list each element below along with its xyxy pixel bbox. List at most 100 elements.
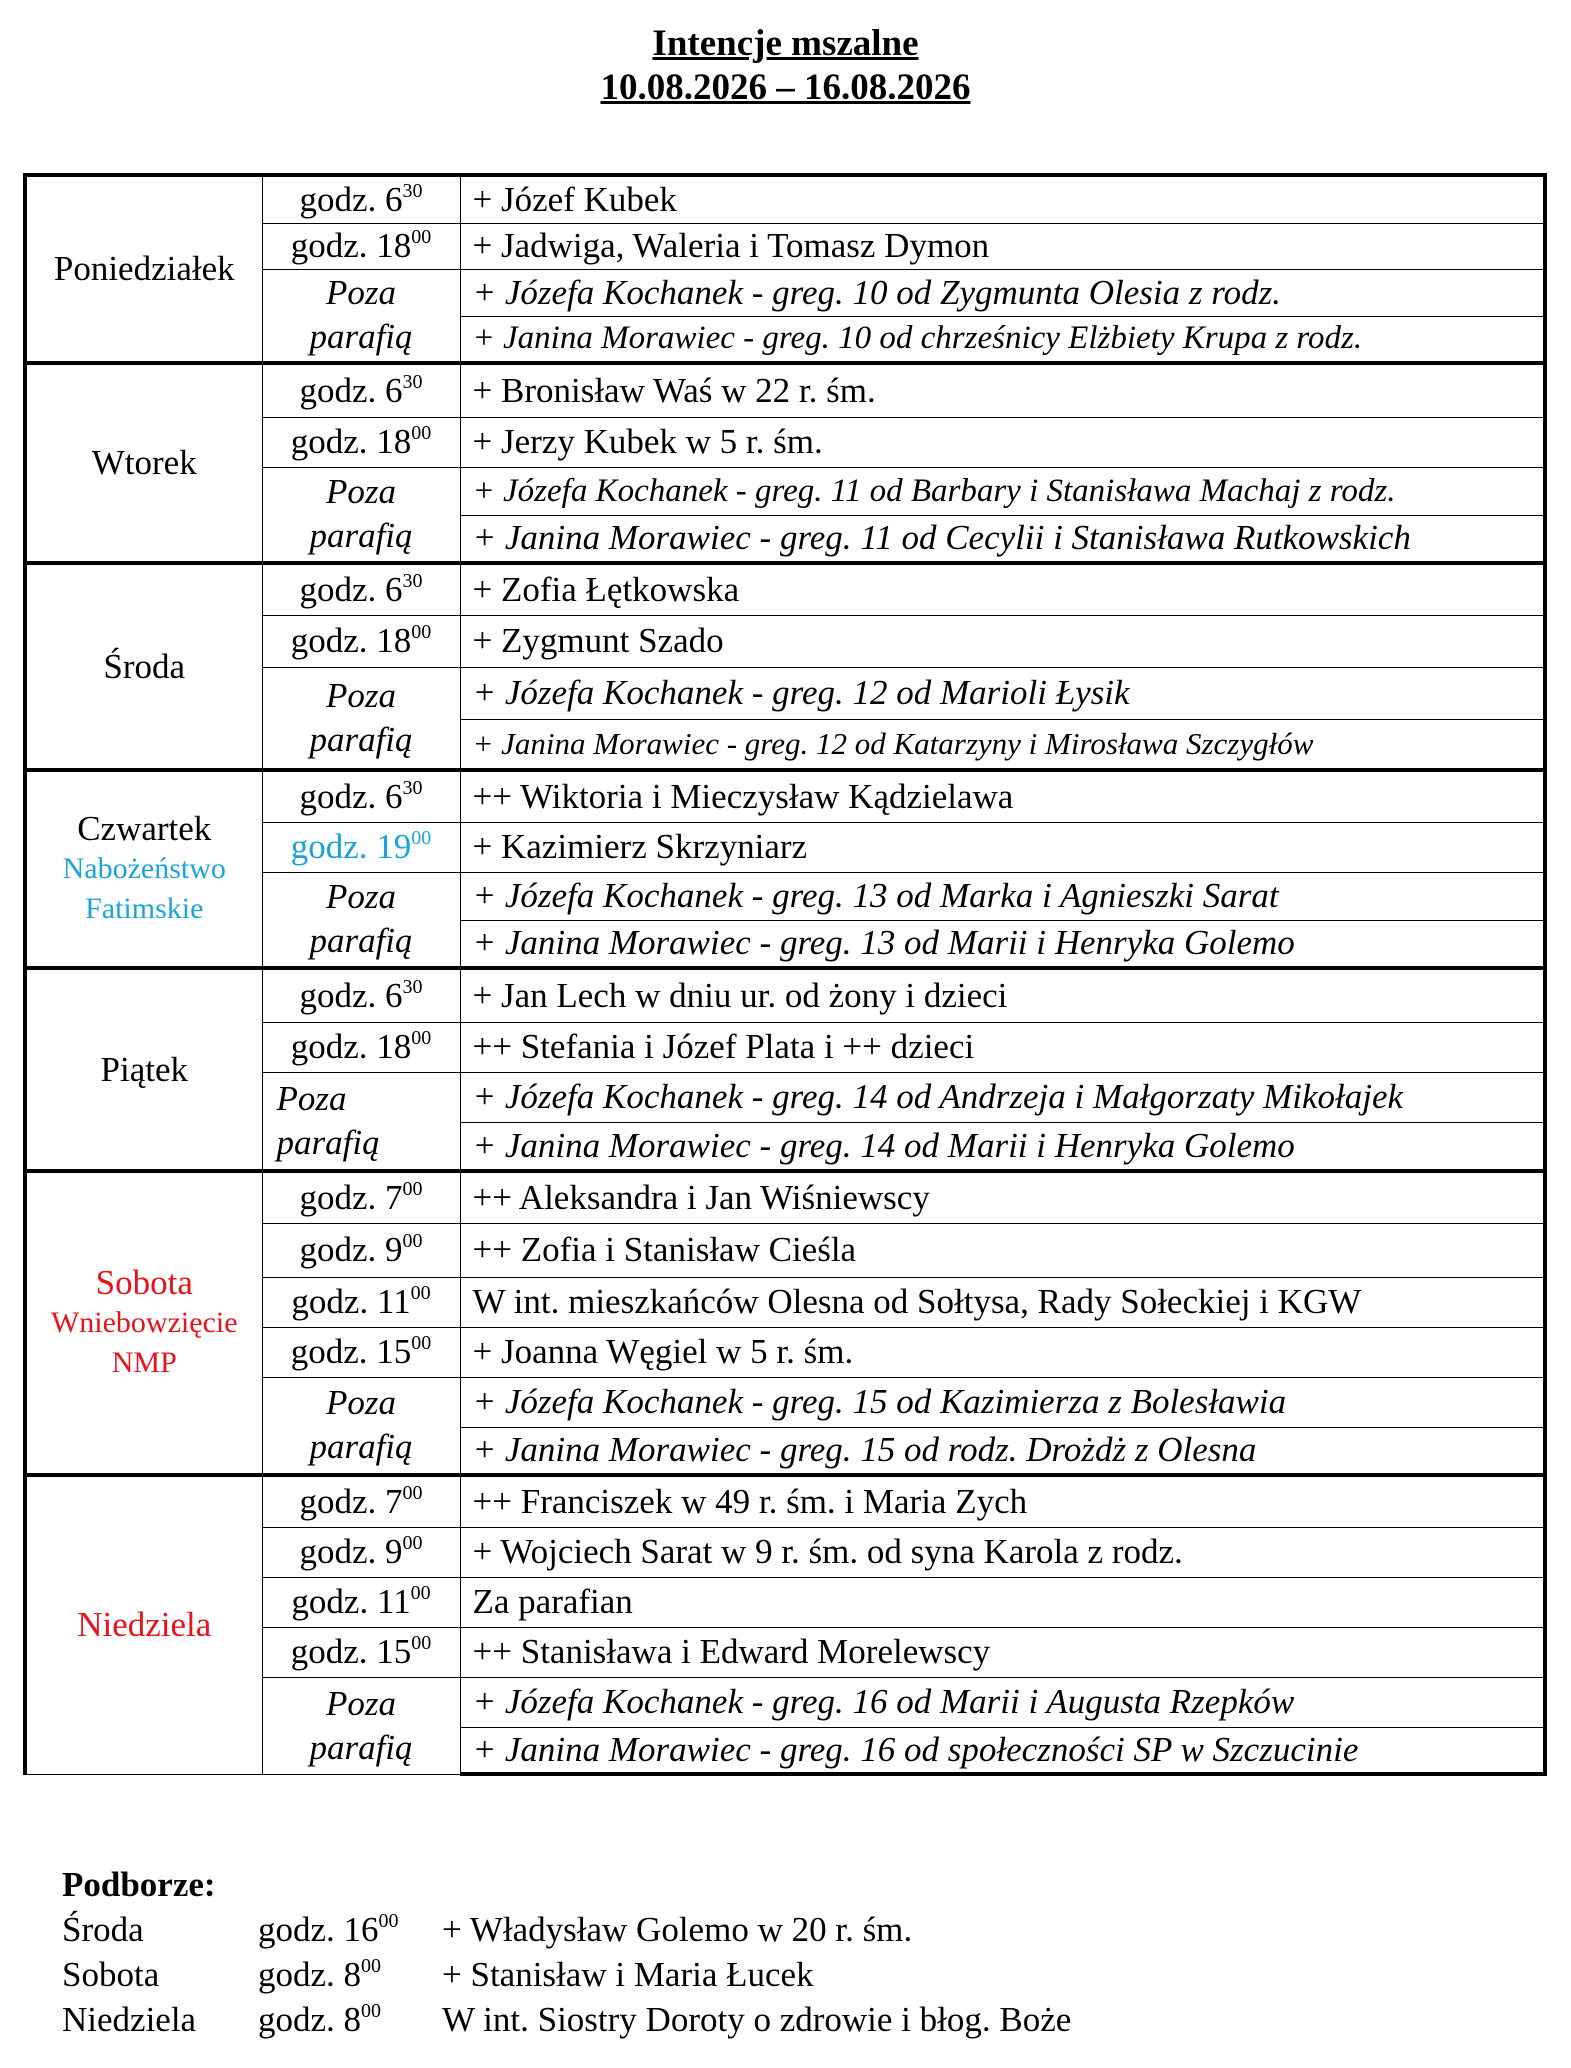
time-cell: godz. 700 [261, 1473, 461, 1528]
table-row: godz. 1500 + Joanna Węgiel w 5 r. śm. [25, 1326, 1547, 1378]
podborze-day: Sobota [62, 1955, 160, 1994]
day-cell-tuesday: Wtorek [23, 361, 263, 564]
time-cell: godz. 1100 [261, 1576, 461, 1628]
time-cell: godz. 1900 [261, 821, 461, 873]
podborze-day: Niedziela [62, 2000, 197, 2039]
day-cell-sunday: Niedziela [23, 1473, 263, 1775]
time-cell: godz. 900 [261, 1222, 461, 1278]
list-item: Niedziela godz. 800 W int. Siostry Dorot… [62, 1997, 1071, 2042]
feast-label: NMP [111, 1346, 177, 1379]
table-row: godz. 1500 ++ Stanisława i Edward Morele… [25, 1626, 1547, 1678]
podborze-day: Środa [62, 1910, 144, 1949]
table-row: godz. 1800 ++ Stefania i Józef Plata i +… [25, 1021, 1547, 1073]
intent-cell: + Jan Lech w dniu ur. od żony i dzieci [459, 966, 1547, 1023]
intent-cell: Za parafian [459, 1576, 1547, 1628]
table-row: godz. 1800 + Jadwiga, Waleria i Tomasz D… [25, 222, 1547, 270]
fatima-service-label: Nabożeństwo [62, 852, 226, 885]
podborze-section: Podborze: Środa godz. 1600 + Władysław G… [62, 1862, 1071, 2042]
intent-cell: + Janina Morawiec - greg. 11 od Cecylii … [459, 514, 1547, 564]
podborze-time: godz. 800 [258, 2000, 382, 2039]
list-item: Środa godz. 1600 + Władysław Golemo w 20… [62, 1907, 1071, 1952]
intent-cell: + Józefa Kochanek - greg. 15 od Kazimier… [459, 1376, 1547, 1428]
intent-cell: + Józefa Kochanek - greg. 14 od Andrzeja… [459, 1071, 1547, 1123]
day-cell-friday: Piątek [23, 966, 263, 1172]
table-row: + Janina Morawiec - greg. 10 od chrześni… [25, 315, 1547, 364]
intent-cell: + Joanna Węgiel w 5 r. śm. [459, 1326, 1547, 1378]
intent-cell: ++ Stefania i Józef Plata i ++ dzieci [459, 1021, 1547, 1073]
intent-cell: ++ Zofia i Stanisław Cieśla [459, 1222, 1547, 1278]
time-cell: godz. 630 [261, 561, 461, 616]
intent-cell: ++ Stanisława i Edward Morelewscy [459, 1626, 1547, 1678]
title-line: Intencje mszalne [652, 23, 919, 64]
table-row: godz. 900 + Wojciech Sarat w 9 r. śm. od… [25, 1526, 1547, 1578]
intent-cell: + Janina Morawiec - greg. 12 od Katarzyn… [459, 718, 1547, 771]
time-cell: godz. 1800 [261, 614, 461, 668]
intent-cell: + Janina Morawiec - greg. 16 od społeczn… [459, 1726, 1547, 1776]
intent-cell: + Bronisław Waś w 22 r. śm. [459, 361, 1547, 418]
intent-cell: + Kazimierz Skrzyniarz [459, 821, 1547, 873]
podborze-intent: + Władysław Golemo w 20 r. śm. [442, 1910, 913, 1949]
table-row: Środa godz. 630 + Zofia Łętkowska [23, 561, 1547, 771]
day-cell-monday: Poniedziałek [23, 173, 263, 364]
time-cell: godz. 1800 [261, 222, 461, 270]
table-row: godz. 1100 Za parafian [25, 1576, 1547, 1628]
intent-cell: + Janina Morawiec - greg. 14 od Marii i … [459, 1121, 1547, 1172]
table-row: + Janina Morawiec - greg. 15 od rodz. Dr… [25, 1426, 1547, 1476]
intent-cell: ++ Wiktoria i Mieczysław Kądzielawa [459, 768, 1547, 823]
list-item: Sobota godz. 800 + Stanisław i Maria Łuc… [62, 1952, 1071, 1997]
time-cell: godz. 1500 [261, 1326, 461, 1378]
table-row: Niedziela godz. 700 ++ Franciszek w 49 r… [23, 1473, 1547, 1775]
time-cell: godz. 1100 [261, 1276, 461, 1328]
intent-cell: + Janina Morawiec - greg. 10 od chrześni… [459, 315, 1547, 364]
intent-cell: ++ Aleksandra i Jan Wiśniewscy [459, 1169, 1547, 1224]
intent-cell: + Jadwiga, Waleria i Tomasz Dymon [459, 222, 1547, 270]
day-cell-thursday: Czwartek Nabożeństwo Fatimskie [23, 768, 263, 969]
fatima-service-label: Fatimskie [85, 892, 204, 925]
intent-cell: + Józefa Kochanek - greg. 10 od Zygmunta… [459, 268, 1547, 317]
intent-cell: ++ Franciszek w 49 r. śm. i Maria Zych [459, 1473, 1547, 1528]
table-row: + Janina Morawiec - greg. 12 od Katarzyn… [25, 718, 1547, 771]
intent-cell: + Józefa Kochanek - greg. 11 od Barbary … [459, 466, 1547, 516]
time-cell: godz. 1800 [261, 416, 461, 468]
time-cell: godz. 700 [261, 1169, 461, 1224]
intent-cell: + Zofia Łętkowska [459, 561, 1547, 616]
intent-cell: + Janina Morawiec - greg. 13 od Marii i … [459, 919, 1547, 969]
time-cell: godz. 1500 [261, 1626, 461, 1678]
time-cell: godz. 630 [261, 361, 461, 418]
podborze-heading: Podborze: [62, 1865, 216, 1904]
table-row: Sobota Wniebowzięcie NMP godz. 700 ++ Al… [23, 1169, 1547, 1476]
time-cell: godz. 630 [261, 768, 461, 823]
podborze-intent: W int. Siostry Doroty o zdrowie i błog. … [442, 2000, 1072, 2039]
feast-label: Wniebowzięcie [50, 1306, 238, 1339]
mass-intentions-table: Poniedziałek godz. 630 + Józef Kubek god… [23, 173, 1547, 1776]
date-range: 10.08.2026 – 16.08.2026 [600, 67, 971, 108]
intent-cell: + Józefa Kochanek - greg. 12 od Marioli … [459, 666, 1547, 720]
intent-cell: + Jerzy Kubek w 5 r. śm. [459, 416, 1547, 468]
intent-cell: W int. mieszkańców Olesna od Sołtysa, Ra… [459, 1276, 1547, 1328]
intent-cell: + Zygmunt Szado [459, 614, 1547, 668]
podborze-time: godz. 800 [258, 1955, 382, 1994]
intent-cell: + Józefa Kochanek - greg. 13 od Marka i … [459, 871, 1547, 921]
podborze-time: godz. 1600 [258, 1910, 399, 1949]
table-row: + Janina Morawiec - greg. 13 od Marii i … [25, 919, 1547, 969]
table-row: Piątek godz. 630 + Jan Lech w dniu ur. o… [23, 966, 1547, 1172]
time-cell: godz. 630 [261, 173, 461, 224]
table-row: godz. 1800 + Jerzy Kubek w 5 r. śm. [25, 416, 1547, 468]
podborze-intent: + Stanisław i Maria Łucek [442, 1955, 814, 1994]
day-cell-wednesday: Środa [23, 561, 263, 771]
table-row: + Janina Morawiec - greg. 16 od społeczn… [25, 1726, 1547, 1776]
intent-cell: + Janina Morawiec - greg. 15 od rodz. Dr… [459, 1426, 1547, 1476]
day-cell-saturday: Sobota Wniebowzięcie NMP [23, 1169, 263, 1476]
